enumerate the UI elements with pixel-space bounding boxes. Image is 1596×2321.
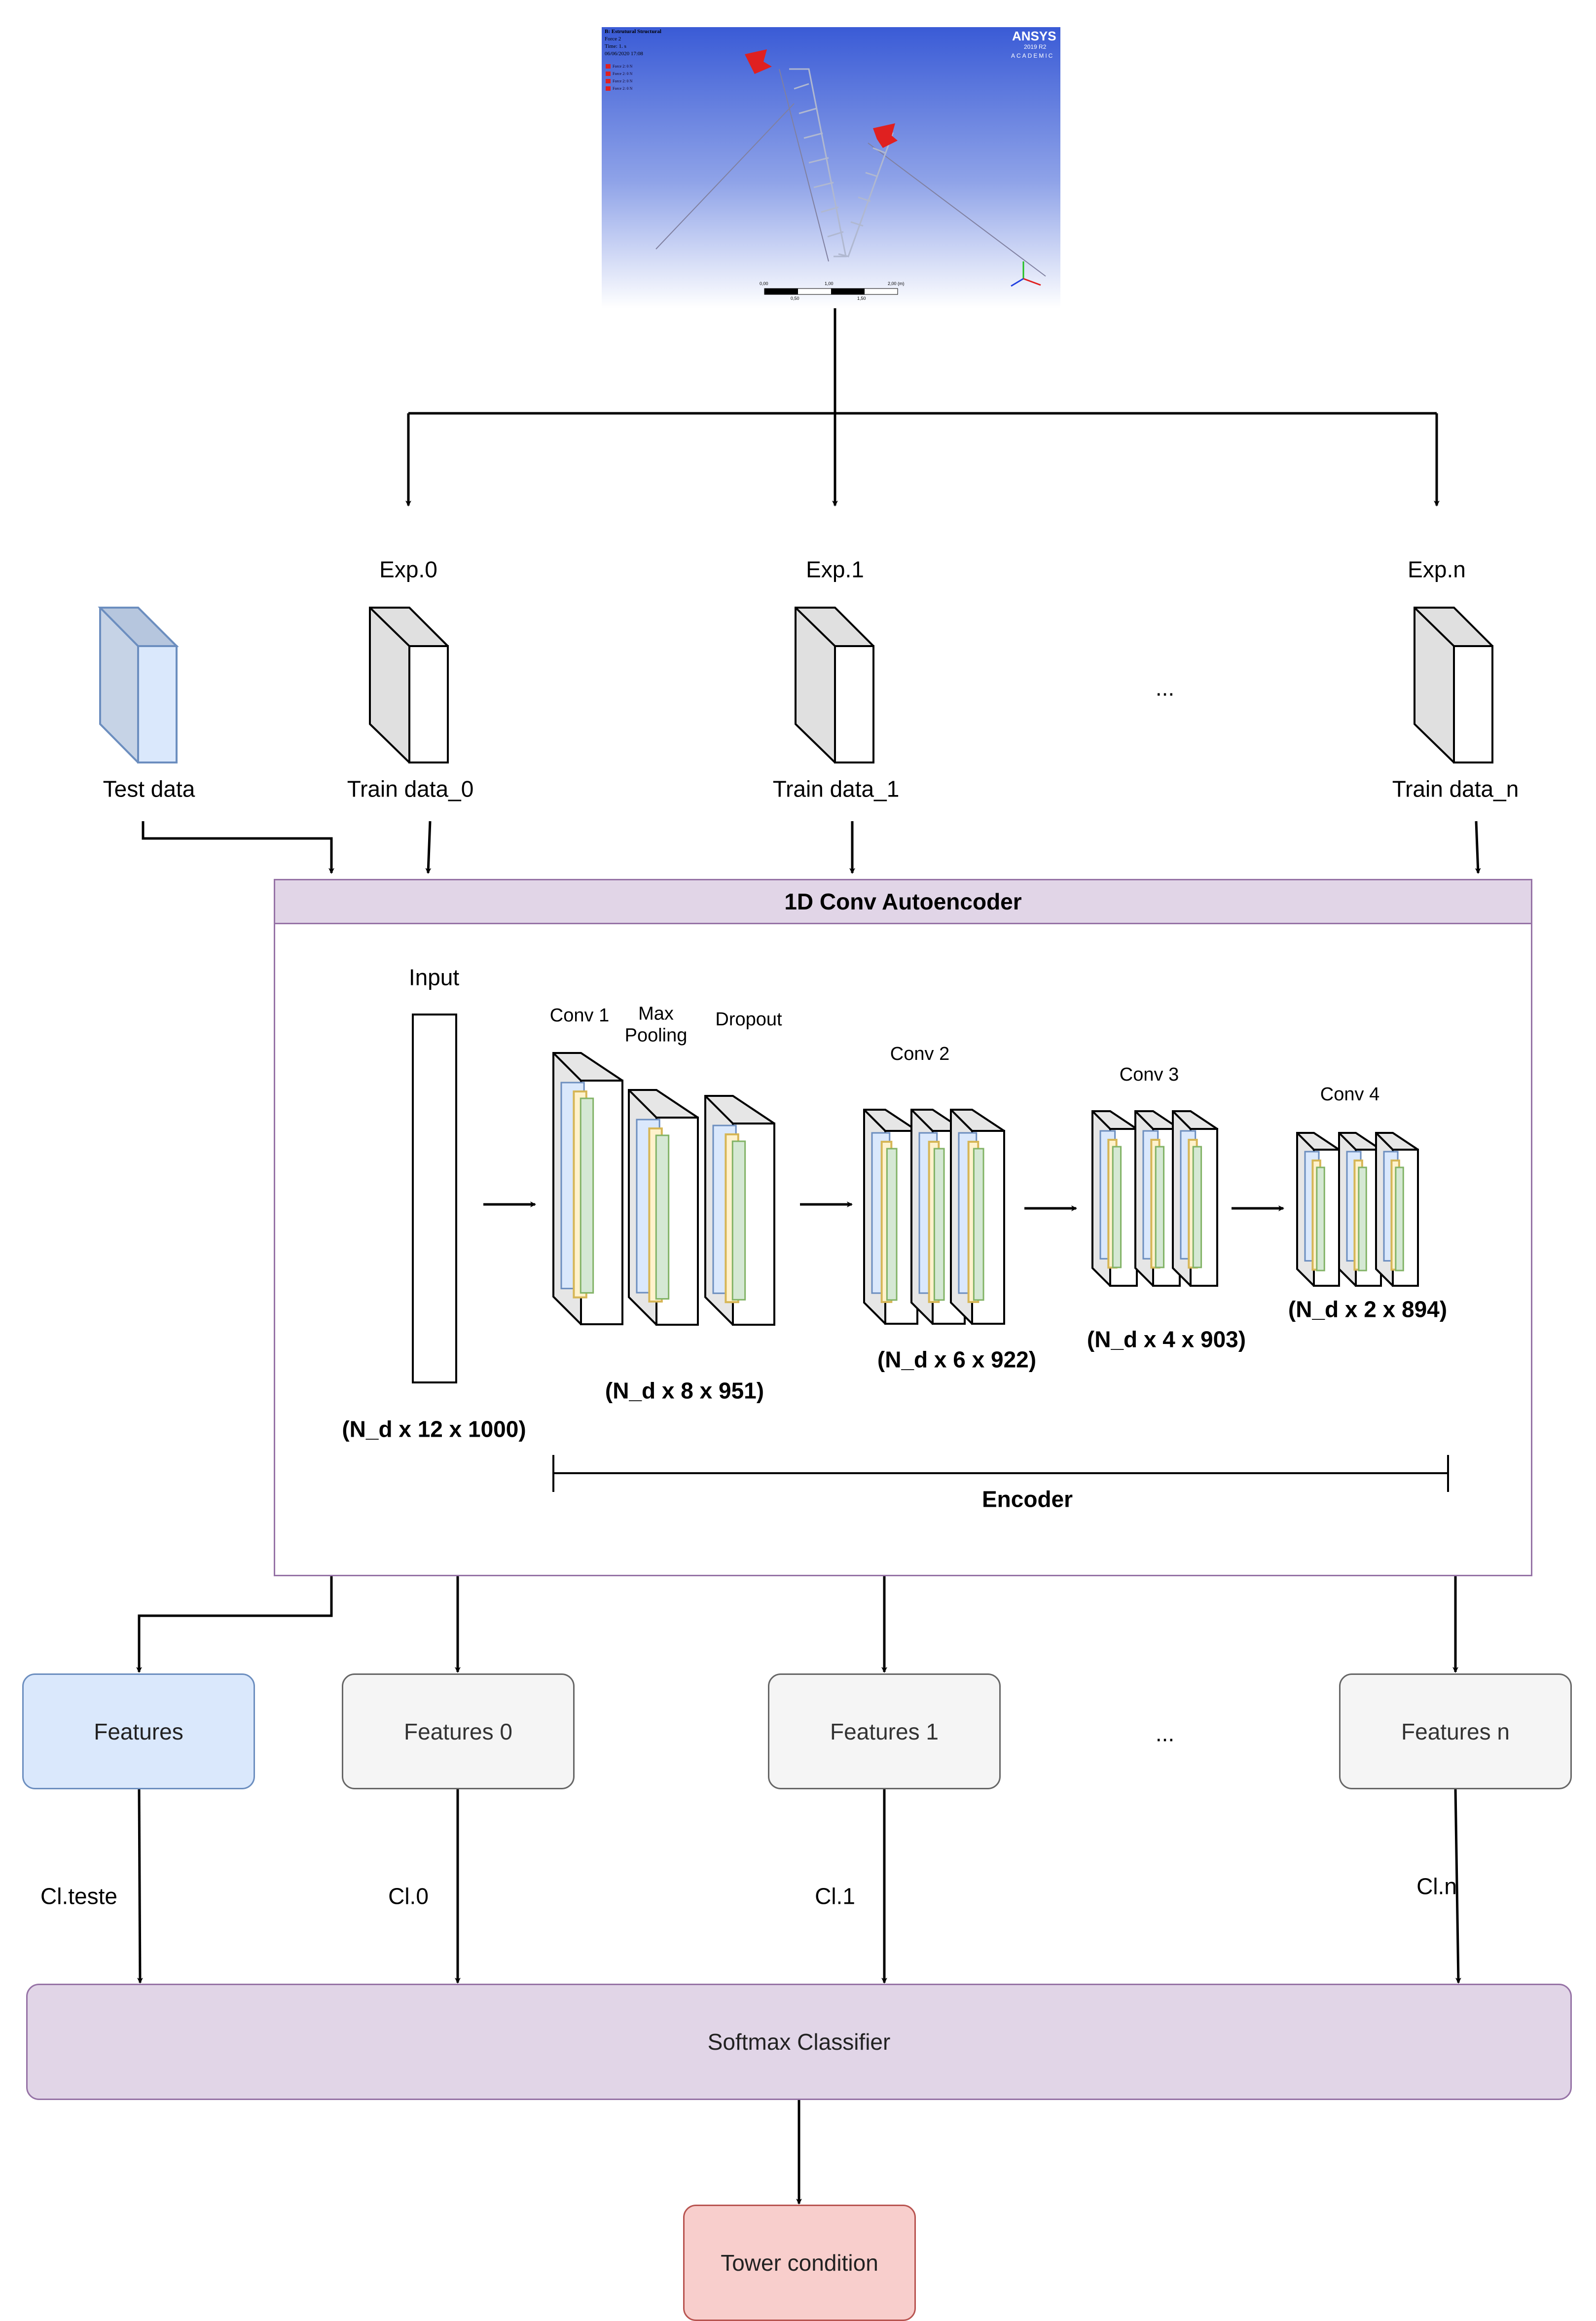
block4-dimension: (N_d x 2 x 894) bbox=[1288, 1296, 1448, 1322]
simulation-line-1: Time: 1. s bbox=[605, 43, 626, 49]
encoder-label: Encoder bbox=[981, 1486, 1073, 1512]
input-label: Input bbox=[408, 964, 460, 990]
classifier-arrows bbox=[137, 1788, 1461, 2205]
experiment-label-0: Exp.0 bbox=[379, 556, 437, 582]
conv2-label: Conv 2 bbox=[890, 1044, 950, 1065]
train-data-label-0: Train data_0 bbox=[347, 776, 474, 802]
simulation-image bbox=[602, 27, 1060, 308]
train-data-label-n: Train data_n bbox=[1392, 776, 1519, 802]
simulation-edition: ACADEMIC bbox=[1011, 52, 1054, 59]
simulation-line-2: 06/06/2020 17:08 bbox=[605, 51, 643, 57]
conv3-label: Conv 3 bbox=[1119, 1064, 1179, 1086]
scale-bottom-1: 1,50 bbox=[857, 296, 866, 301]
train-data-cube-0 bbox=[369, 607, 449, 763]
scale-bottom-0: 0,50 bbox=[791, 296, 799, 301]
scale-top-2: 2,00 (m) bbox=[888, 281, 905, 286]
simulation-version: 2019 R2 bbox=[1024, 43, 1047, 50]
autoencoder-panel bbox=[274, 879, 1532, 1576]
train-data-cube-1 bbox=[795, 607, 874, 763]
class-label-0: Cl.0 bbox=[388, 1883, 429, 1909]
simulation-legend-3: Force 2: 0 N bbox=[613, 86, 633, 91]
class-label-test: Cl.teste bbox=[40, 1883, 117, 1909]
input-dimension: (N_d x 12 x 1000) bbox=[342, 1416, 526, 1442]
experiment-label-n: Exp.n bbox=[1408, 556, 1466, 582]
dropout-label: Dropout bbox=[715, 1009, 782, 1030]
features-0-box: Features 0 bbox=[342, 1673, 575, 1789]
autoencoder-title: 1D Conv Autoencoder bbox=[274, 879, 1532, 924]
block1-dimension: (N_d x 8 x 951) bbox=[605, 1378, 764, 1404]
test-data-label: Test data bbox=[103, 776, 195, 802]
data-input-arrows bbox=[142, 821, 1481, 874]
softmax-classifier: Softmax Classifier bbox=[26, 1984, 1572, 2100]
features-1-box: Features 1 bbox=[768, 1673, 1001, 1789]
class-label-1: Cl.1 bbox=[815, 1883, 855, 1909]
class-label-n: Cl.n bbox=[1416, 1873, 1457, 1899]
scale-top-0: 0,00 bbox=[760, 281, 768, 286]
block3-dimension: (N_d x 4 x 903) bbox=[1087, 1326, 1246, 1352]
scale-top-1: 1,00 bbox=[825, 281, 834, 286]
experiment-label-1: Exp.1 bbox=[806, 556, 864, 582]
conv4-label: Conv 4 bbox=[1320, 1084, 1380, 1105]
simulation-line-0: Force 2 bbox=[605, 36, 621, 42]
conv1-label: Conv 1 bbox=[549, 1005, 610, 1026]
simulation-legend-1: Force 2: 0 N bbox=[613, 72, 633, 76]
max-pooling-label: Max Pooling bbox=[624, 1003, 688, 1046]
tower-condition: Tower condition bbox=[683, 2205, 916, 2321]
block2-dimension: (N_d x 6 x 922) bbox=[877, 1346, 1037, 1373]
train-data-label-1: Train data_1 bbox=[772, 776, 900, 802]
simulation-title: B: Estrutural Structural bbox=[605, 29, 661, 35]
train-data-cube-n bbox=[1414, 607, 1493, 763]
simulation-legend-0: Force 2: 0 N bbox=[613, 64, 633, 69]
split-arrows bbox=[405, 308, 1440, 507]
simulation-brand: ANSYS bbox=[1012, 29, 1056, 43]
ellipsis-bottom: ... bbox=[1155, 1720, 1175, 1746]
features-n-box: Features n bbox=[1339, 1673, 1572, 1789]
simulation-legend-2: Force 2: 0 N bbox=[613, 79, 633, 83]
test-data-cube bbox=[98, 607, 179, 763]
features-test-box: Features bbox=[22, 1673, 255, 1789]
feature-arrows bbox=[136, 1576, 1458, 1673]
ellipsis-top: ... bbox=[1155, 675, 1175, 701]
